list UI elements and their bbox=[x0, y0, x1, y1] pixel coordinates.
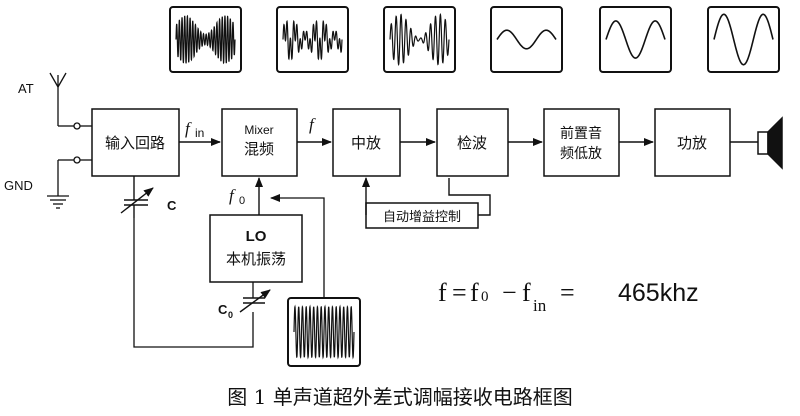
waveform-audio-small bbox=[490, 6, 563, 73]
eq-f0: f bbox=[470, 278, 479, 307]
if-equation: f = f 0 − f in = 465khz bbox=[438, 278, 699, 315]
waveform-panels bbox=[169, 6, 780, 367]
eq-equals-2: = bbox=[560, 278, 575, 307]
ground-label: GND bbox=[4, 178, 33, 193]
detector-block bbox=[436, 108, 509, 177]
power-amp-block bbox=[654, 108, 731, 177]
input-circuit-label: 输入回路 bbox=[105, 134, 165, 152]
tuning-capacitor-c bbox=[120, 176, 154, 218]
power-amp-label: 功放 bbox=[677, 134, 707, 152]
input-circuit-block bbox=[91, 108, 180, 177]
waveform-audio-large bbox=[707, 6, 780, 73]
antenna-label: AT bbox=[18, 81, 34, 96]
eq-equals-1: = bbox=[452, 278, 467, 307]
waveform-am-if bbox=[383, 6, 456, 73]
lo-cn-label: 本机振荡 bbox=[226, 250, 286, 268]
eq-minus: − bbox=[502, 278, 517, 307]
waveform-mixed bbox=[276, 6, 349, 73]
f-signal-label: f bbox=[309, 115, 316, 134]
ganged-tuning-link bbox=[133, 218, 254, 348]
preamp-label-line2: 频低放 bbox=[560, 146, 602, 162]
f0-signal-label: f bbox=[229, 186, 236, 205]
lo-block bbox=[209, 214, 303, 283]
mixer-cn-label: 混频 bbox=[244, 140, 274, 158]
eq-f0-sub: 0 bbox=[481, 289, 489, 305]
speaker-icon bbox=[757, 116, 783, 170]
eq-value: 465khz bbox=[618, 279, 699, 307]
fin-signal-label: f bbox=[185, 119, 192, 138]
preamp-label-line1: 前置音 bbox=[560, 125, 602, 142]
agc-block bbox=[365, 202, 479, 229]
if-amp-label: 中放 bbox=[351, 134, 381, 152]
input-wires bbox=[80, 125, 92, 161]
agc-feedback-line bbox=[448, 178, 491, 216]
eq-fin: f bbox=[522, 278, 531, 307]
agc-label: 自动增益控制 bbox=[383, 210, 461, 225]
f0-signal-sub: 0 bbox=[239, 195, 245, 207]
tuning-capacitor-c0 bbox=[239, 289, 271, 313]
capacitor-c0-label-main: C bbox=[218, 302, 228, 317]
antenna-symbol bbox=[49, 72, 81, 130]
fin-signal-sub: in bbox=[195, 126, 204, 140]
waveform-audio-medium bbox=[599, 6, 672, 73]
signal-path bbox=[179, 138, 758, 216]
capacitor-c-label: C bbox=[167, 198, 177, 213]
ground-symbol bbox=[47, 156, 81, 209]
eq-lhs: f bbox=[438, 278, 447, 307]
mixer-en-label: Mixer bbox=[244, 123, 273, 137]
detector-label: 检波 bbox=[457, 134, 487, 152]
waveform-am-rf bbox=[169, 6, 242, 73]
waveform-lo bbox=[287, 297, 361, 367]
lo-en-label: LO bbox=[246, 228, 267, 245]
figure-caption: 图 1 单声道超外差式调幅接收电路框图 bbox=[227, 385, 572, 409]
if-amp-block bbox=[332, 108, 401, 177]
lo-waveform-pointer bbox=[270, 194, 325, 298]
eq-fin-sub: in bbox=[533, 296, 547, 315]
preamp-block bbox=[543, 108, 620, 177]
capacitor-c0-label-sub: 0 bbox=[228, 310, 233, 320]
